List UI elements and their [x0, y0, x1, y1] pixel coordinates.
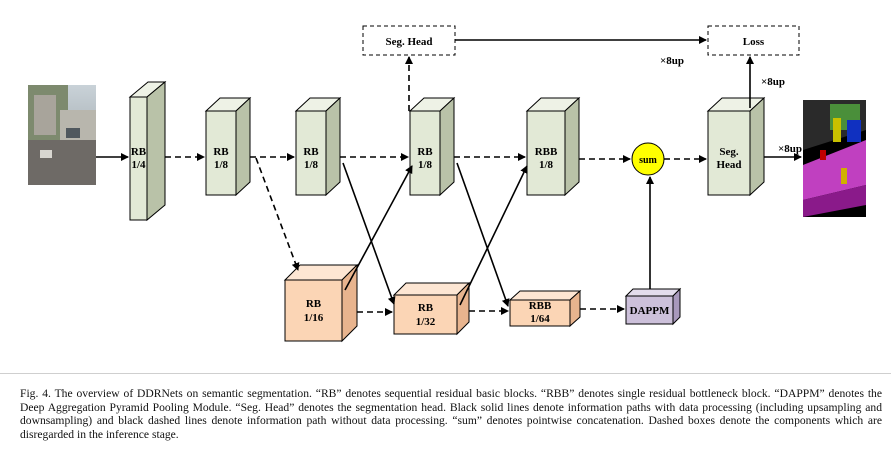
arrow-rb-1-16-to-rb-1-8-c — [344, 165, 413, 291]
upsample-label-head-to-loss: ×8up — [761, 76, 785, 88]
block-label-line1: RB — [417, 146, 433, 158]
block-label-line1: RB — [213, 146, 229, 158]
block-label-line1: RB — [418, 302, 434, 314]
output-segmentation-image — [803, 100, 866, 217]
block-rbb-1-64: RBB 1/64 — [508, 289, 582, 328]
figure-caption: Fig. 4. The overview of DDRNets on seman… — [20, 387, 882, 441]
block-label: Seg. Head — [385, 36, 432, 48]
block-loss: Loss — [707, 25, 800, 56]
block-label-line2: 1/16 — [304, 312, 324, 324]
block-label-line1: RB — [303, 146, 319, 158]
arrow-rb-1-8-to-rb-1-32 — [342, 162, 396, 305]
block-rb-1-8-c: RB 1/8 — [408, 96, 456, 197]
block-label-line2: 1/8 — [418, 159, 433, 171]
block-label-line2: 1/8 — [539, 159, 554, 171]
block-label-line2: 1/4 — [131, 159, 146, 171]
block-rbb-1-8: RBB 1/8 — [525, 96, 581, 197]
input-image — [28, 85, 96, 185]
block-label-line2: Head — [716, 159, 741, 171]
upsample-label-output: ×8up — [778, 143, 802, 155]
block-label: DAPPM — [630, 305, 670, 317]
arrow-rb-1-8-to-rb-1-16 — [255, 157, 300, 271]
block-rb-1-4: RB 1/4 — [128, 80, 167, 222]
sum-label: sum — [639, 155, 657, 166]
ddrnet-diagram: RB 1/4 RB 1/8 RB 1/8 RB 1/8 RBB 1/8 — [28, 25, 866, 343]
block-label: Loss — [743, 36, 765, 48]
block-rb-1-16: RB 1/16 — [283, 263, 359, 343]
block-rb-1-32: RB 1/32 — [392, 281, 471, 336]
block-seg-head-aux: Seg. Head — [362, 25, 456, 56]
upsample-label-aux: ×8up — [660, 55, 684, 67]
block-seg-head-main: Seg. Head — [706, 96, 766, 197]
block-label-line2: 1/8 — [304, 159, 319, 171]
arrow-rb-1-32-to-rbb — [459, 165, 528, 306]
sum-node: sum — [631, 142, 665, 176]
block-label-line2: 1/32 — [416, 316, 436, 328]
block-rb-1-8-a: RB 1/8 — [204, 96, 252, 197]
block-label-line1: RBB — [529, 300, 552, 312]
block-label-line1: Seg. — [719, 146, 739, 158]
block-label-line2: 1/8 — [214, 159, 229, 171]
block-label-line1: RB — [306, 298, 322, 310]
caption-divider — [0, 373, 891, 374]
arrow-rb-1-8-c-to-rbb-1-64 — [456, 162, 510, 307]
block-label-line1: RBB — [535, 146, 558, 158]
block-label-line1: RB — [131, 146, 147, 158]
block-dappm: DAPPM — [624, 287, 682, 326]
block-rb-1-8-b: RB 1/8 — [294, 96, 342, 197]
block-label-line2: 1/64 — [530, 313, 550, 325]
